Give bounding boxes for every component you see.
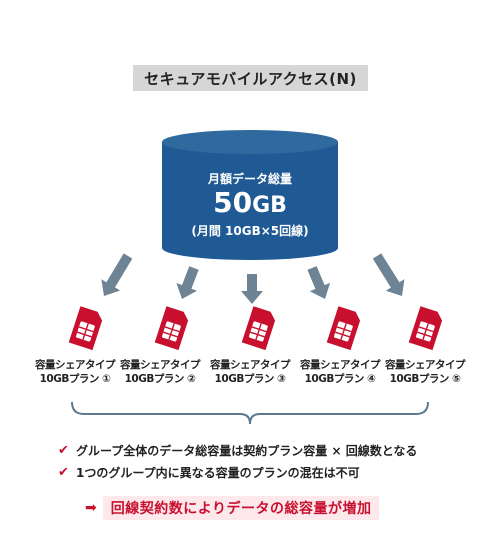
sim-card-icon	[241, 306, 276, 351]
plan-type: 容量シェアタイプ	[210, 359, 291, 371]
bullet-text: グループ全体のデータ総容量は契約プラン容量 × 回線数となる	[76, 444, 418, 458]
arrow-down-icon	[307, 266, 331, 299]
check-icon: ✔	[58, 443, 69, 458]
conclusion-text: 回線契約数によりデータの総容量が増加	[102, 496, 380, 520]
plan-label-5: 容量シェアタイプ 10GBプラン ⑤	[380, 358, 470, 386]
plan-type: 容量シェアタイプ	[120, 359, 201, 371]
arrow-down-icon	[176, 266, 199, 299]
plan-name: 10GBプラン ②	[124, 373, 196, 385]
bullet-2: ✔ 1つのグループ内に異なる容量のプランの混在は不可	[58, 464, 360, 481]
diagram-title: セキュアモバイルアクセス(N)	[133, 65, 368, 91]
check-icon: ✔	[58, 465, 69, 480]
sim-card-icon	[154, 306, 189, 351]
storage-value-number: 50	[213, 186, 253, 219]
plan-name: 10GBプラン ⑤	[389, 373, 461, 385]
sim-cards	[68, 306, 443, 351]
sim-card-icon	[68, 306, 103, 351]
plan-type: 容量シェアタイプ	[35, 359, 116, 371]
storage-value-unit: GB	[252, 193, 287, 218]
storage-value: 50GB	[160, 186, 340, 223]
arrow-right-icon: ➡	[85, 500, 97, 516]
plan-label-2: 容量シェアタイプ 10GBプラン ②	[115, 358, 205, 386]
storage-cylinder	[162, 130, 338, 260]
plan-name: 10GBプラン ④	[304, 373, 376, 385]
sim-card-icon	[326, 306, 361, 351]
plan-type: 容量シェアタイプ	[300, 359, 381, 371]
arrow-down-icon	[372, 253, 405, 296]
bullet-text: 1つのグループ内に異なる容量のプランの混在は不可	[76, 466, 360, 480]
storage-sub: (月間 10GB×5回線)	[191, 224, 309, 238]
storage-label: 月額データ総量	[207, 172, 292, 186]
plan-name: 10GBプラン ③	[214, 373, 286, 385]
plan-type: 容量シェアタイプ	[385, 359, 466, 371]
plan-label-1: 容量シェアタイプ 10GBプラン ①	[30, 358, 120, 386]
arrows	[101, 253, 405, 304]
bullet-1: ✔ グループ全体のデータ総容量は契約プラン容量 × 回線数となる	[58, 442, 417, 459]
conclusion: ➡ 回線契約数によりデータの総容量が増加	[85, 496, 380, 520]
arrow-down-icon	[101, 253, 133, 296]
arrow-down-icon	[241, 274, 263, 304]
plan-label-3: 容量シェアタイプ 10GBプラン ③	[205, 358, 295, 386]
curly-brace	[71, 401, 429, 425]
plan-label-4: 容量シェアタイプ 10GBプラン ④	[295, 358, 385, 386]
sim-card-icon	[408, 306, 443, 351]
plan-name: 10GBプラン ①	[39, 373, 111, 385]
